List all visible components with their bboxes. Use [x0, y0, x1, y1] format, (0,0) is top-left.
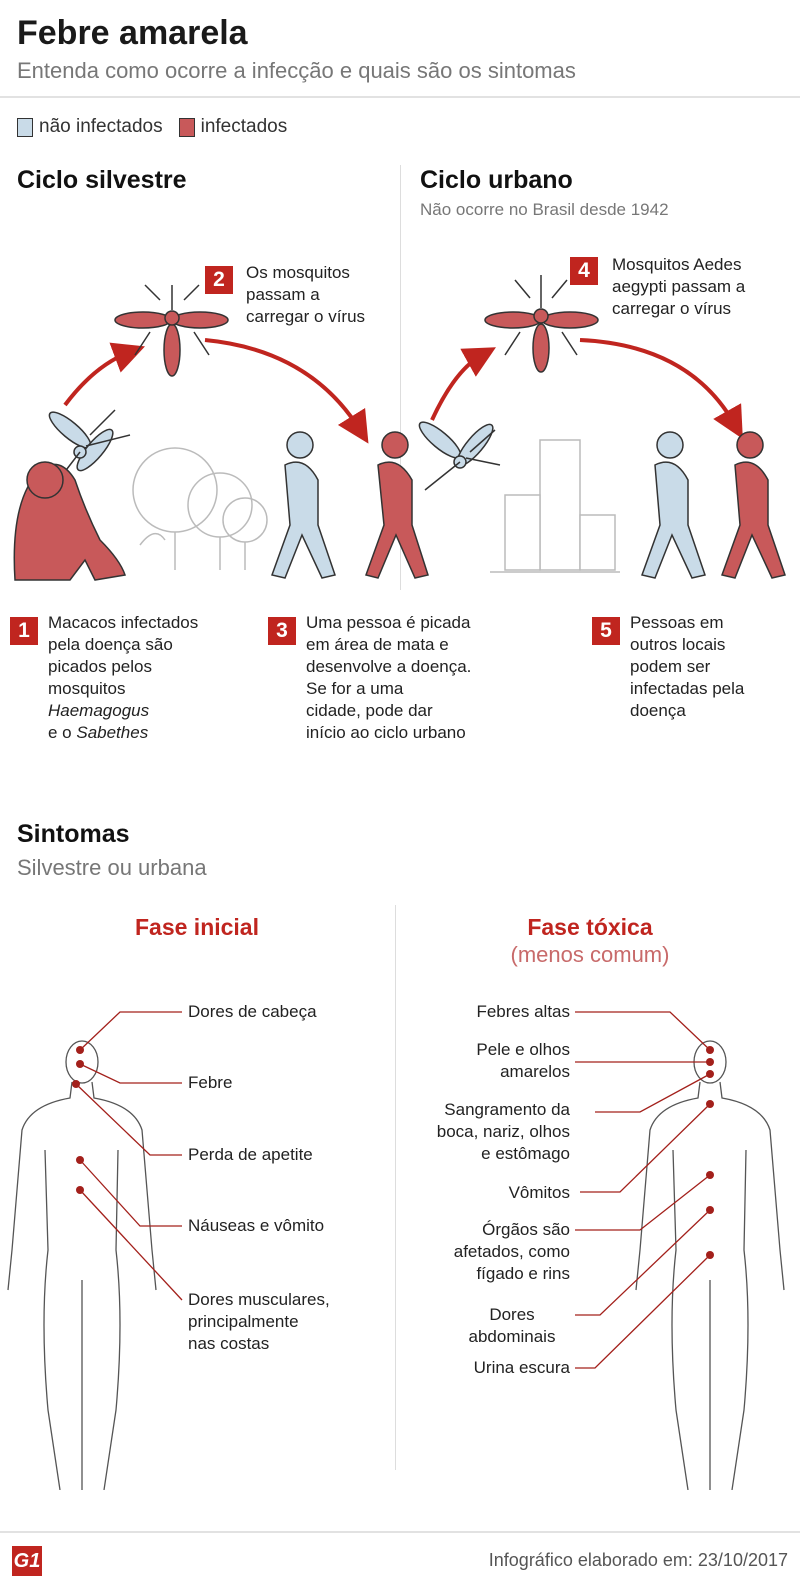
arrow-icon — [579, 338, 743, 439]
section-subtitle-sintomas: Silvestre ou urbana — [17, 855, 207, 880]
city-buildings-icon — [490, 439, 620, 573]
symptom-label: Órgãos são afetados, como fígado e rins — [453, 1220, 570, 1283]
section-title-silvestre: Ciclo silvestre — [17, 166, 187, 194]
mosquito-infected-icon — [484, 275, 599, 373]
human-body-outline-icon — [7, 1040, 157, 1490]
symptom-label: Vômitos — [508, 1183, 570, 1202]
symptom-label: Febre — [188, 1073, 233, 1092]
section-subtitle-urbano: Não ocorre no Brasil desde 1942 — [420, 200, 669, 219]
g1-logo: G1 — [12, 1546, 42, 1576]
step-badge-3: 3 — [268, 617, 296, 645]
section-title-sintomas: Sintomas — [17, 820, 130, 848]
step-badge-2: 2 — [205, 266, 233, 294]
fase-inicial-title: Fase inicial — [134, 914, 259, 940]
footer-credit: Infográfico elaborado em: 23/10/2017 — [488, 1550, 788, 1570]
step-badge-1: 1 — [10, 617, 38, 645]
divider — [400, 165, 401, 590]
divider — [0, 96, 800, 98]
page-title: Febre amarela — [17, 14, 248, 52]
symptom-dots — [72, 1046, 714, 1259]
symptom-label: Dores de cabeça — [188, 1002, 317, 1021]
leader-lines — [75, 1011, 711, 1369]
legend-label: não infectados — [39, 116, 163, 137]
symptom-label: Pele e olhos amarelos — [476, 1040, 570, 1081]
symptom-label: Urina escura — [473, 1358, 570, 1377]
person-healthy-icon — [271, 431, 336, 579]
legend-swatch-infected — [178, 117, 195, 137]
divider — [0, 1531, 800, 1533]
monkey-infected-icon — [13, 461, 126, 581]
mosquito-healthy-icon — [418, 421, 501, 491]
legend-label: infectados — [200, 116, 288, 137]
mosquito-healthy-icon — [48, 409, 131, 479]
step-badge-5: 5 — [592, 617, 620, 645]
body-diagram — [7, 1011, 785, 1490]
symptom-label: Náuseas e vômito — [188, 1216, 325, 1235]
fase-toxica-subtitle: (menos comum) — [510, 942, 670, 967]
person-infected-icon — [721, 431, 786, 579]
step-badge-4: 4 — [570, 257, 598, 285]
mosquito-infected-icon — [114, 284, 229, 377]
human-body-outline-icon — [635, 1040, 785, 1490]
fase-toxica-title: Fase tóxica — [527, 914, 653, 940]
section-title-urbano: Ciclo urbano — [420, 166, 573, 194]
legend: não infectados infectados — [17, 116, 287, 138]
tree-icon — [132, 447, 268, 570]
divider — [395, 905, 396, 1470]
symptom-label: Dores musculares, principalmente nas cos… — [188, 1290, 330, 1353]
symptom-label: Sangramento da boca, nariz, olhos e estô… — [436, 1100, 570, 1163]
symptom-label: Febres altas — [476, 1002, 570, 1021]
arrow-icon — [63, 342, 145, 407]
legend-swatch-healthy — [17, 117, 33, 137]
symptom-label: Dores abdominais — [468, 1305, 556, 1346]
person-healthy-icon — [641, 431, 706, 579]
page-subtitle: Entenda como ocorre a infecção e quais s… — [17, 58, 576, 83]
symptom-label: Perda de apetite — [188, 1145, 313, 1164]
person-infected-icon — [365, 431, 429, 579]
arrow-icon — [430, 347, 496, 421]
cycle-illustration — [13, 275, 786, 581]
arrow-icon — [204, 338, 369, 444]
